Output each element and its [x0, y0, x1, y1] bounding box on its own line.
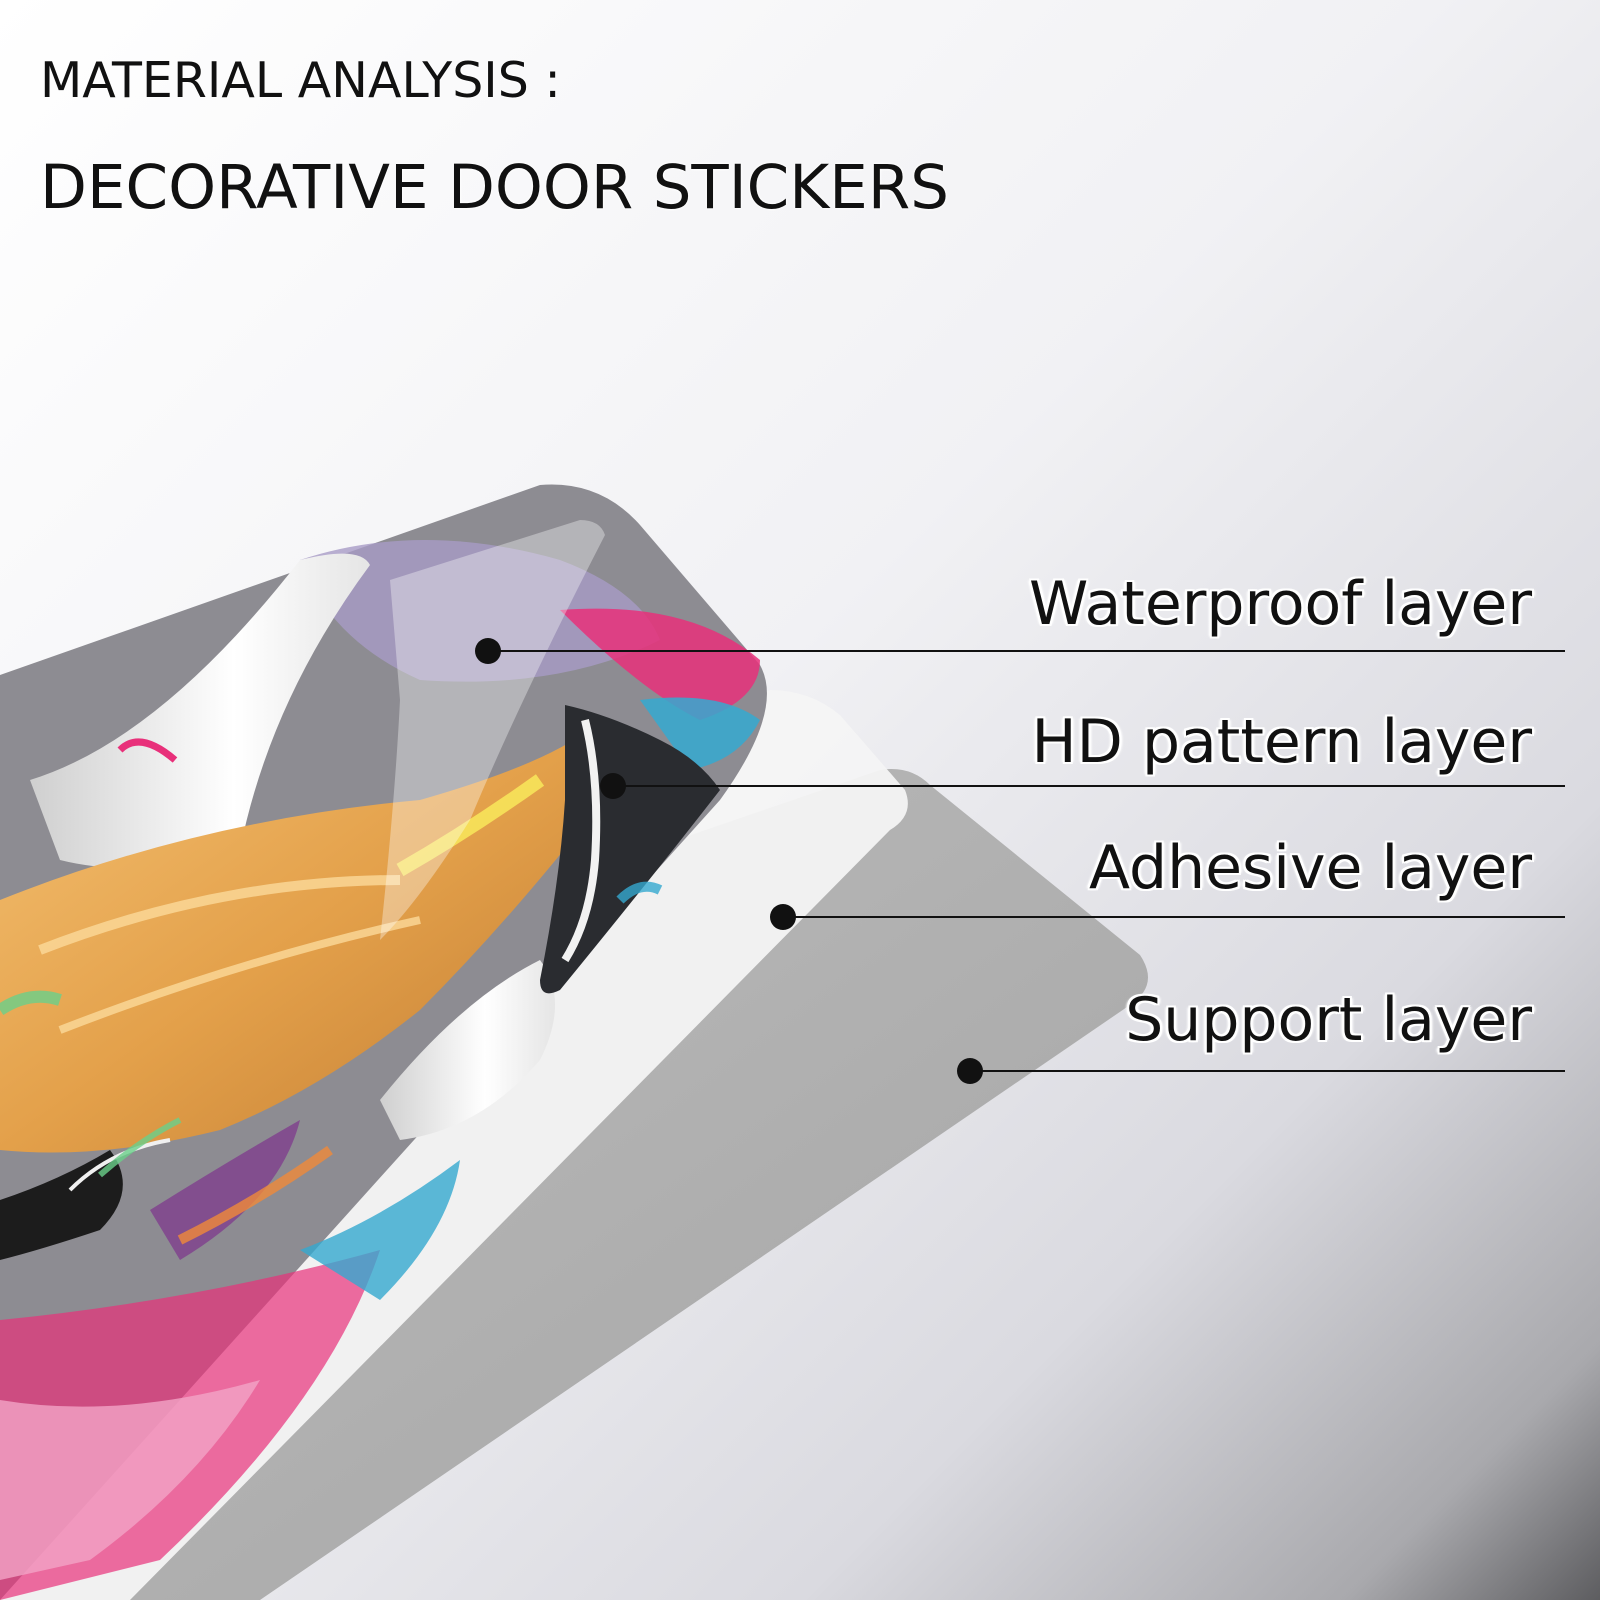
heading-material-analysis: MATERIAL ANALYSIS : — [40, 52, 561, 109]
label-hd-pattern-layer: HD pattern layer — [1031, 707, 1532, 777]
label-adhesive-layer: Adhesive layer — [1089, 833, 1532, 903]
callout-dot-icon — [600, 773, 626, 799]
callout-hd-pattern — [600, 773, 1565, 799]
callout-dot-icon — [770, 904, 796, 930]
label-support-layer: Support layer — [1125, 985, 1532, 1055]
callout-dot-icon — [957, 1058, 983, 1084]
heading-product-name: DECORATIVE DOOR STICKERS — [40, 152, 949, 223]
callout-support — [957, 1058, 1565, 1084]
callout-waterproof — [475, 638, 1565, 664]
waterproof-layer-film — [380, 520, 605, 940]
pattern-layer-peel — [540, 705, 720, 994]
callout-dot-icon — [475, 638, 501, 664]
label-waterproof-layer: Waterproof layer — [1029, 569, 1532, 639]
callout-adhesive — [770, 904, 1565, 930]
